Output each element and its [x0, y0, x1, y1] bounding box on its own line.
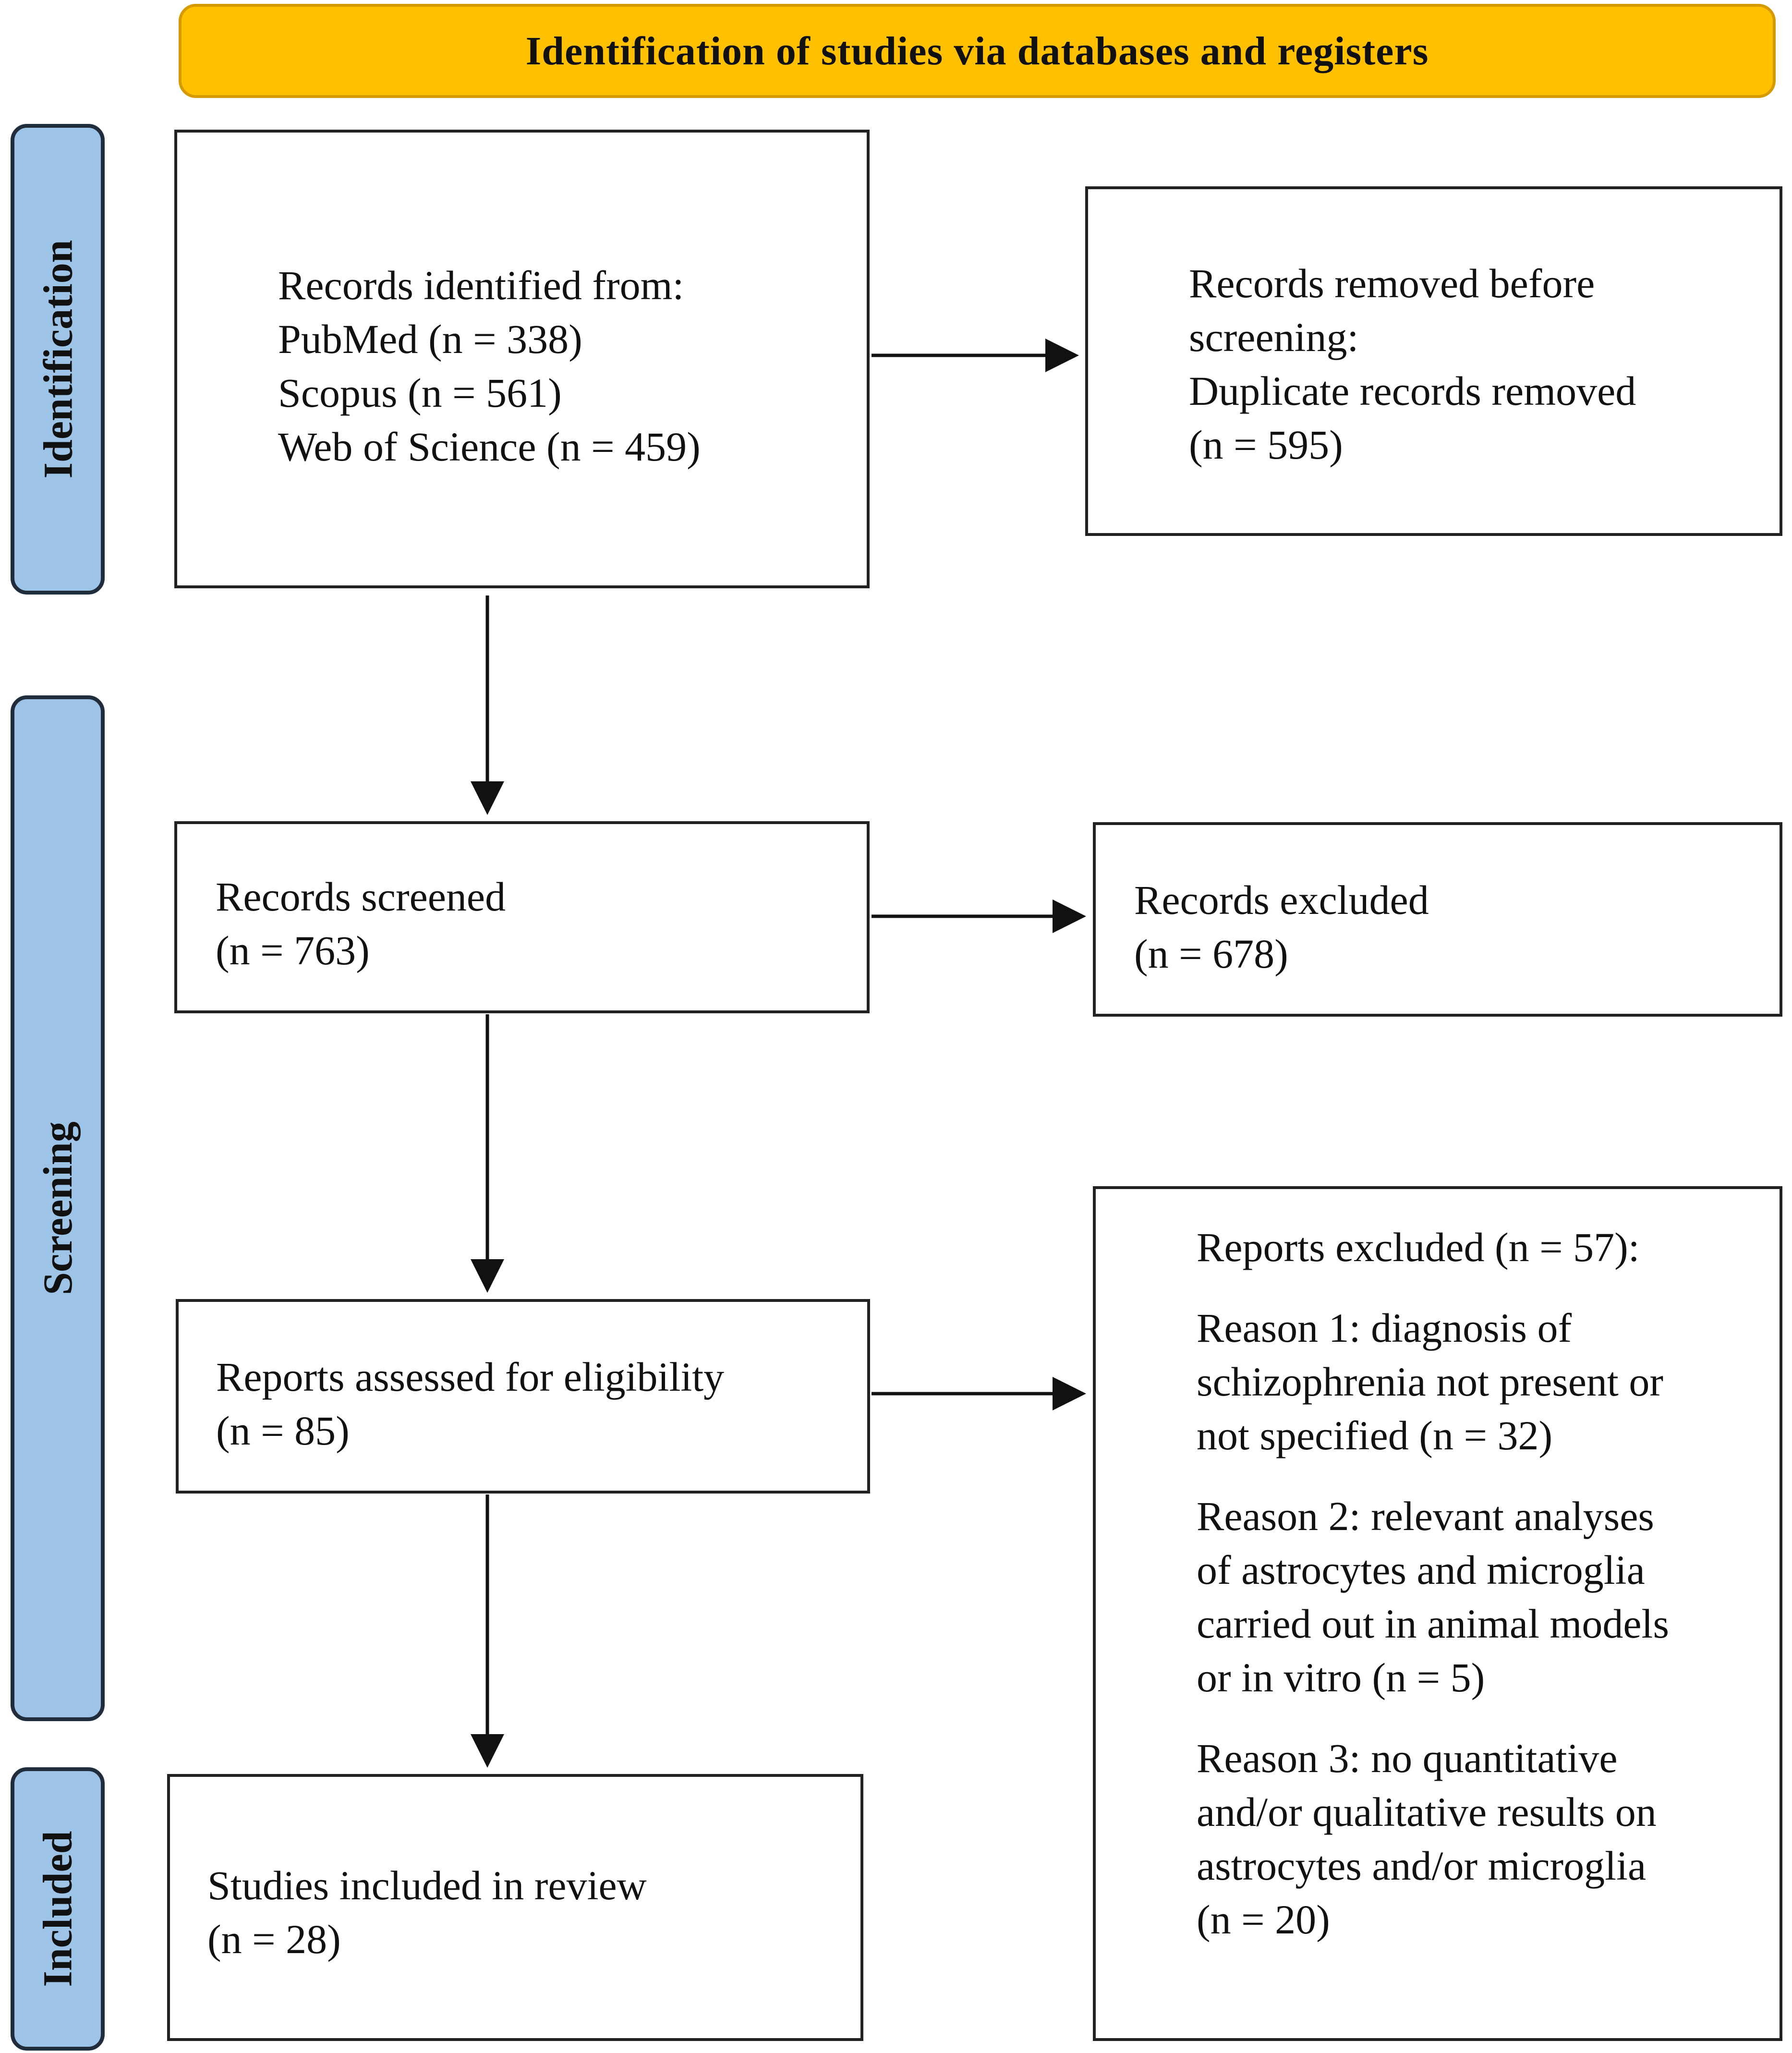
records-screened-count: (n = 763) — [216, 927, 370, 973]
records-excluded-box: Records excluded (n = 678) — [1093, 822, 1782, 1017]
phase-included: Included — [11, 1767, 105, 2051]
records-excluded-label: Records excluded — [1134, 877, 1429, 923]
reports-excluded-box: Reports excluded (n = 57): Reason 1: dia… — [1093, 1186, 1782, 2041]
studies-included-label: Studies included in review — [207, 1862, 647, 1908]
reports-assessed-box: Reports assessed for eligibility (n = 85… — [176, 1299, 870, 1494]
records-removed-count: (n = 595) — [1189, 422, 1343, 468]
reports-excluded-heading: Reports excluded (n = 57): — [1197, 1224, 1640, 1270]
studies-included-count: (n = 28) — [207, 1916, 341, 1962]
reason-2: Reason 2: relevant analyses of astrocyte… — [1197, 1493, 1669, 1701]
records-removed-line-2: screening: — [1189, 314, 1359, 360]
records-removed-box: Records removed before screening: Duplic… — [1085, 186, 1782, 536]
source-pubmed: PubMed (n = 338) — [278, 316, 582, 362]
phase-identification-label: Identification — [35, 240, 81, 479]
phase-identification: Identification — [11, 124, 105, 595]
records-removed-line-3: Duplicate records removed — [1189, 368, 1636, 414]
records-removed-line-1: Records removed before — [1189, 260, 1595, 306]
records-identified-heading: Records identified from: — [278, 262, 684, 308]
reports-assessed-count: (n = 85) — [216, 1408, 350, 1454]
phase-included-label: Included — [35, 1831, 81, 1987]
header-title: Identification of studies via databases … — [525, 28, 1429, 73]
records-screened-box: Records screened (n = 763) — [174, 821, 870, 1013]
records-identified-box: Records identified from: PubMed (n = 338… — [174, 130, 870, 588]
phase-screening-label: Screening — [35, 1121, 81, 1295]
reason-3: Reason 3: no quantitative and/or qualita… — [1197, 1735, 1657, 1943]
header-bar: Identification of studies via databases … — [179, 4, 1776, 98]
source-web-of-science: Web of Science (n = 459) — [278, 424, 701, 470]
reports-assessed-label: Reports assessed for eligibility — [216, 1354, 725, 1400]
studies-included-box: Studies included in review (n = 28) — [167, 1774, 863, 2041]
phase-screening: Screening — [11, 695, 105, 1721]
source-scopus: Scopus (n = 561) — [278, 370, 562, 416]
reason-1: Reason 1: diagnosis of schizophrenia not… — [1197, 1305, 1663, 1458]
records-excluded-count: (n = 678) — [1134, 931, 1288, 977]
records-screened-label: Records screened — [216, 874, 506, 920]
